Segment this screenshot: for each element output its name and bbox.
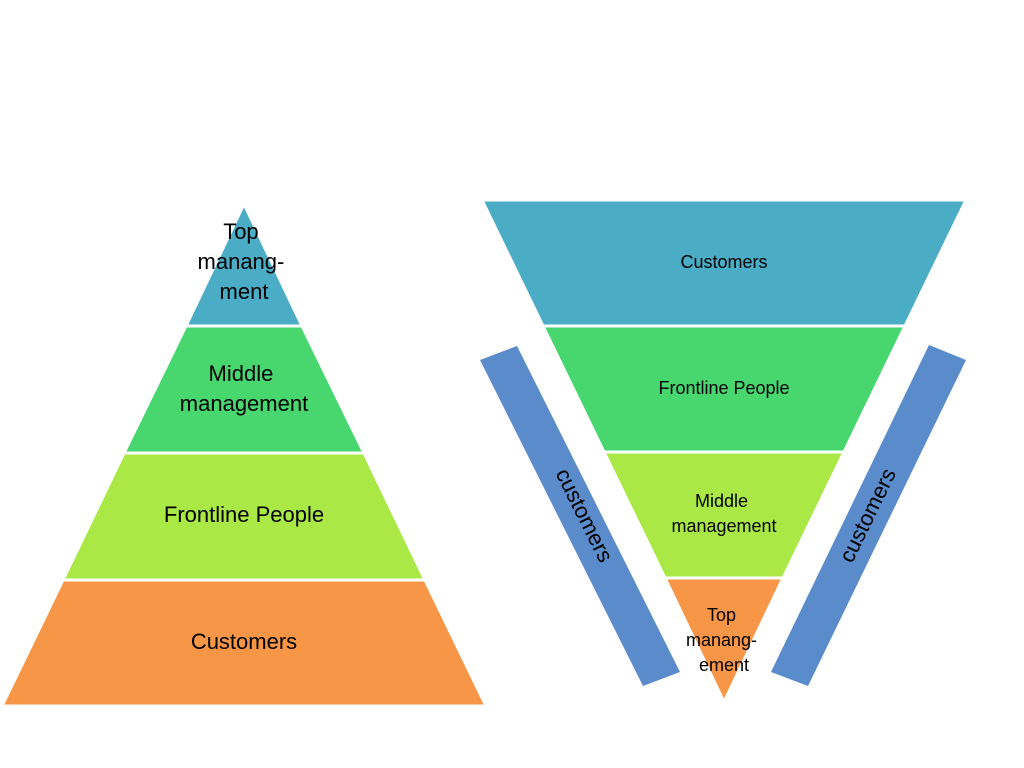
left-side-bar-shape [480, 346, 680, 686]
right-side-bar-shape [771, 345, 966, 686]
pyramid-middle-label: Middle management [180, 361, 308, 416]
inverted-top-label: Top manang- ement [686, 605, 762, 675]
pyramid-customers-label: Customers [191, 629, 297, 654]
inverted-top-segment [662, 576, 786, 706]
inverted-customers-label: Customers [680, 252, 767, 272]
pyramid-middle-segment [121, 324, 367, 455]
pyramid: Top manang- ment Middle management Front… [0, 200, 489, 708]
pyramid-top-label: Top manang- ment [198, 219, 291, 304]
inverted-pyramid: Customers Frontline People Middle manage… [479, 198, 969, 706]
pyramid-frontline-label: Frontline People [164, 502, 324, 527]
pyramid-customers-segment [0, 578, 489, 708]
inverted-middle-label: Middle management [671, 491, 776, 536]
inverted-frontline-label: Frontline People [658, 378, 789, 398]
